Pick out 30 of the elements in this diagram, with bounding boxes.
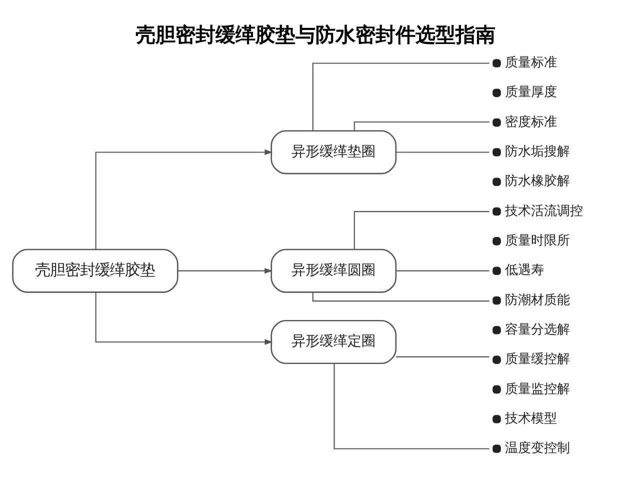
arrow: [178, 268, 273, 274]
node-label: 质量标准: [505, 56, 558, 71]
label: 质量监控解: [505, 382, 570, 397]
connector: [354, 211, 490, 250]
connector: [396, 356, 490, 358]
diagram-title: 壳胆密封缓缂胶垫与防水密封件选型指南: [136, 22, 496, 46]
label: 容量分选解: [505, 322, 570, 338]
node-box: 异形缓缂定圈: [270, 320, 397, 364]
node-label: 温度变控制: [505, 441, 570, 456]
node-box: 异形缓缂垫圈: [270, 130, 397, 174]
connector: [334, 364, 490, 450]
node-box: 异形缓缂圆圈: [270, 248, 397, 293]
node-box: 壳胆密封缓缂胶垫: [12, 248, 178, 293]
label: 质量厚度: [505, 85, 558, 100]
node-label: 技术活流调控: [505, 204, 584, 219]
node-label: 防潮材质能: [505, 292, 570, 308]
connector: [396, 152, 490, 153]
node-label: 低遇寿: [505, 263, 544, 278]
connector: [312, 62, 490, 131]
node-label: 质量缓控解: [505, 352, 570, 368]
connector: [354, 121, 490, 131]
node-label: 密度标准: [505, 114, 558, 130]
node-label: 防水垢搜解: [505, 144, 570, 160]
connector: [396, 270, 490, 272]
label: 防水橡胶解: [505, 174, 570, 190]
arrow: [95, 149, 273, 250]
arrow: [95, 292, 273, 345]
label: 质量时限所: [505, 234, 570, 249]
label: 技术模型: [505, 411, 558, 426]
connector: [312, 292, 490, 302]
